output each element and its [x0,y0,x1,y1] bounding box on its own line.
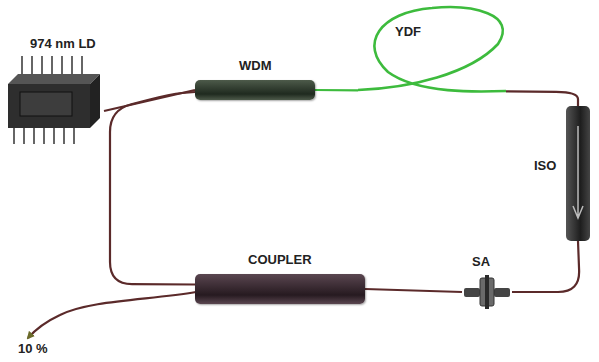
isolator-body [566,106,590,241]
fiber-link [110,92,195,285]
ytterbium-fiber: YDF [350,2,510,96]
output-coupler: COUPLER [190,252,370,312]
component-label: SA [472,254,490,269]
ytterbium-fiber-body [350,2,510,96]
isolator: ISO [534,106,596,246]
fiber-link [315,89,358,92]
fiber-link [506,91,578,106]
component-label: YDF [395,24,421,39]
output-ratio: 10 % [18,341,48,356]
wdm-coupler-body [195,80,315,100]
laser-diode: 974 nm LD [4,36,108,148]
wdm-coupler: WDM [190,58,320,104]
fiber-link [365,289,462,292]
component-label: ISO [534,158,556,173]
component-label: COUPLER [248,252,312,267]
output-fiber [28,292,196,338]
fiber-link [512,241,579,292]
component-label: WDM [239,58,272,73]
component-label: 974 nm LD [30,36,96,51]
saturable-absorber: SA [462,254,512,316]
output-coupler-body [195,274,365,304]
saturable-absorber-body [462,274,512,310]
laser-diode-body [4,54,104,146]
